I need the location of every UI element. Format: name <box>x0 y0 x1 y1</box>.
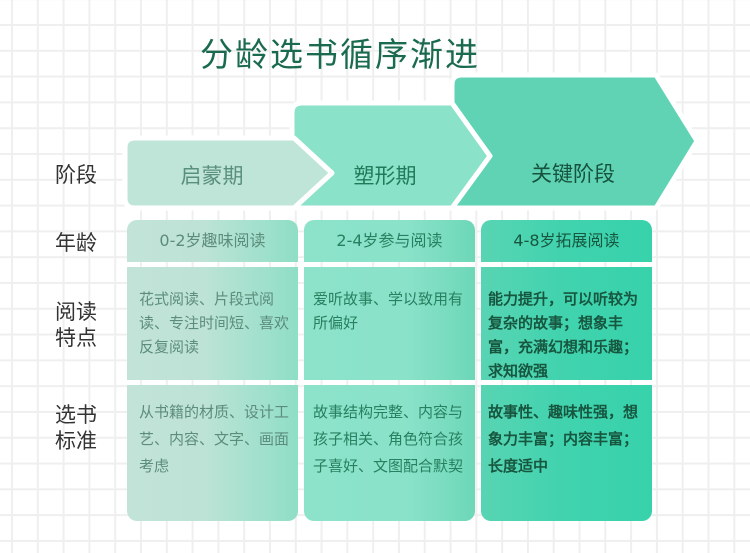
criteria-cell-stage-2: 故事结构完整、内容与孩子相关、角色符合孩子喜好、文图配合默契 <box>304 385 475 521</box>
traits-cell-stage-1: 花式阅读、片段式阅读、专注时间短、喜欢反复阅读 <box>127 267 298 380</box>
row-label-age: 年龄 <box>55 231 97 255</box>
criteria-cell-stage-3: 故事性、趣味性强，想象力丰富；内容丰富；长度适中 <box>481 385 652 521</box>
traits-cell-stage-2: 爱听故事、学以致用有所偏好 <box>304 267 475 380</box>
stage-label-1: 启蒙期 <box>180 164 244 188</box>
age-cell-stage-2: 2-4岁参与阅读 <box>304 220 475 262</box>
traits-cell-stage-3: 能力提升，可以听较为复杂的故事；想象丰富，充满幻想和乐趣；求知欲强 <box>481 267 652 380</box>
row-label-selection-criteria: 选书标准 <box>55 403 97 453</box>
age-cell-stage-1: 0-2岁趣味阅读 <box>127 220 298 262</box>
stage-arrow-2 <box>289 100 493 211</box>
stage-arrow-1 <box>122 135 335 211</box>
stage-label-3: 关键阶段 <box>531 162 615 186</box>
row-label-stage: 阶段 <box>55 163 97 187</box>
criteria-cell-stage-1: 从书籍的材质、设计工艺、内容、文字、画面考虑 <box>127 385 298 521</box>
stage-arrow-3 <box>449 72 700 211</box>
row-label-reading-traits: 阅读特点 <box>55 300 97 350</box>
page-title: 分龄选书循序渐进 <box>200 35 480 74</box>
age-cell-stage-3: 4-8岁拓展阅读 <box>481 220 652 262</box>
stage-label-2: 塑形期 <box>353 164 417 188</box>
